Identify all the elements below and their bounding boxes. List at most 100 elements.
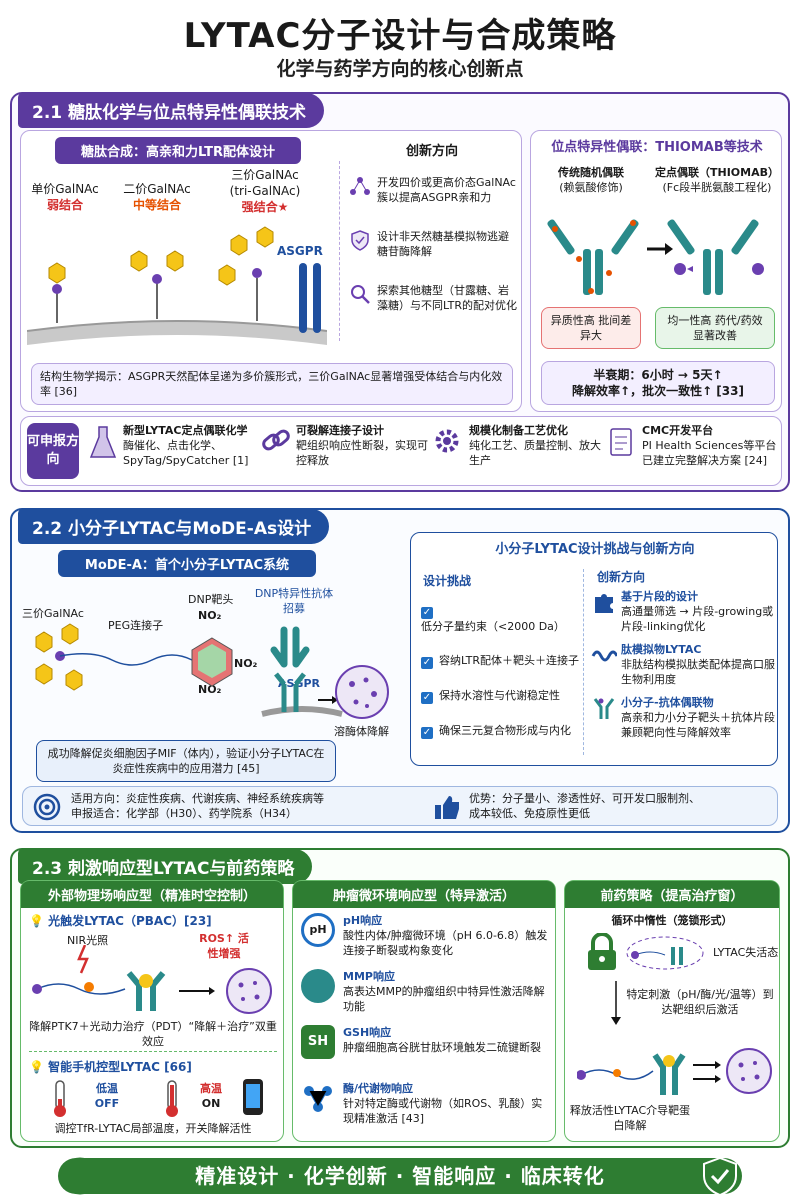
prodrug-title: 前药策略（提高治疗窗） bbox=[565, 881, 779, 908]
smart-desc: 调控TfR-LYTAC局部温度，开关降解活性 bbox=[54, 1122, 252, 1135]
section-2-1: 2.1 糖肽化学与位点特异性偶联技术 糖肽合成：高亲和力LTR配体设计 单价Ga… bbox=[10, 92, 790, 492]
thumbs-up-icon bbox=[435, 796, 459, 819]
gear-icon bbox=[435, 429, 459, 453]
list-item: 酶/代谢物响应针对特定酶或代谢物（如ROS、乳酸）实现精准激活 [43] bbox=[301, 1081, 551, 1129]
stimulus-label: 特定刺激（pH/酶/光/温等）到达靶组织后激活 bbox=[626, 988, 774, 1016]
shield-check-icon bbox=[703, 1156, 737, 1196]
physical-response-card: 外部物理场响应型（精准时空控制） 💡 光触发LYTAC（PBAC）[23] NI… bbox=[20, 880, 284, 1142]
membrane-illustration bbox=[27, 226, 327, 345]
antibody-icon bbox=[593, 698, 615, 719]
mmp-enzyme-icon bbox=[301, 969, 335, 1003]
cycle-label: 循环中惰性（笼锁形式） bbox=[611, 914, 733, 927]
divider bbox=[29, 1051, 277, 1052]
no2-right: NO₂ bbox=[234, 657, 258, 670]
down-arrow-icon bbox=[611, 981, 621, 1025]
nir-label: NIR光照 bbox=[67, 934, 109, 947]
smartphone-icon bbox=[243, 1079, 263, 1115]
innovation-subtitle: 创新方向 bbox=[597, 570, 646, 584]
lysosome-label: 溶酶体降解 bbox=[334, 725, 389, 738]
section-2-3-heading: 2.3 刺激响应型LYTAC与前药策略 bbox=[18, 849, 313, 884]
page-title: LYTAC分子设计与合成策略 bbox=[183, 16, 617, 56]
list-item: SH GSH响应肿瘤细胞高谷胱甘肽环境触发二硫键断裂 bbox=[301, 1025, 551, 1073]
apply-text: 适用方向：炎症性疾病、代谢疾病、神经系统疾病等申报适合：化学部（H30）、药学院… bbox=[71, 792, 324, 820]
lightbulb-icon: 💡 bbox=[29, 914, 44, 928]
list-item: 设计非天然糖基模拟物逃避糖苷酶降解 bbox=[349, 229, 519, 259]
divider bbox=[583, 569, 584, 755]
target-icon bbox=[33, 793, 61, 821]
advantage-text: 优势：分子量小、渗透性好、可开发口服制剂、成本较低、免疫原性更低 bbox=[469, 792, 700, 820]
application-items: 新型LYTAC定点偶联化学酶催化、点击化学、SpyTag/SpyCatcher … bbox=[87, 423, 779, 468]
dnp-label: DNP靶头 bbox=[188, 593, 234, 606]
check-icon: ✓ bbox=[421, 727, 433, 739]
list-item: 小分子-抗体偶联物高亲和力小分子靶头＋抗体片段兼顾靶向性与降解效率 bbox=[591, 695, 775, 740]
no2-bottom: NO₂ bbox=[198, 683, 222, 696]
traditional-label: 传统随机偶联(赖氨酸修饰) bbox=[558, 166, 624, 194]
list-item: 基于片段的设计高通量筛选 → 片段-growing或片段-linking优化 bbox=[591, 589, 775, 634]
tri-galnac-label: 三价GalNAc(tri-GalNAc)强结合★ bbox=[229, 168, 301, 214]
list-item: 新型LYTAC定点偶联化学酶催化、点击化学、SpyTag/SpyCatcher … bbox=[87, 423, 260, 468]
check-icon: ✓ bbox=[421, 657, 433, 669]
gsh-icon: SH bbox=[301, 1025, 335, 1059]
halflife-box: 半衰期：6小时 → 5天↑降解效率↑，批次一致性↑ [33] bbox=[541, 361, 775, 405]
lightbulb-icon: 💡 bbox=[29, 1060, 44, 1074]
wave-icon bbox=[591, 650, 617, 662]
innovation-list: 开发四价或更高价态GalNAc簇以提高ASGPR亲和力 设计非天然糖基模拟物逃避… bbox=[349, 175, 519, 313]
list-item: ✓低分子量约束（<2000 Da） bbox=[421, 607, 565, 633]
caged-lytac-illustration bbox=[626, 936, 704, 970]
site-label: 定点偶联（THIOMAB）(Fc段半胱氨酸工程化) bbox=[655, 166, 779, 194]
challenge-card: 小分子LYTAC设计挑战与创新方向 设计挑战 ✓低分子量约束（<2000 Da）… bbox=[410, 532, 778, 766]
site-specific-card: 位点特异性偶联：THIOMAB等技术 传统随机偶联(赖氨酸修饰) 定点偶联（TH… bbox=[530, 130, 782, 412]
section-2-2-heading: 2.2 小分子LYTAC与MoDE-As设计 bbox=[18, 509, 330, 544]
innovation-title: 创新方向 bbox=[405, 144, 458, 159]
metabolite-icon bbox=[304, 1086, 332, 1112]
no2-top: NO₂ bbox=[198, 609, 222, 622]
prodrug-card: 前药策略（提高治疗窗） 循环中惰性（笼锁形式） LYTAC失活态 特定刺激（pH… bbox=[564, 880, 780, 1142]
pbac-illustration bbox=[32, 945, 272, 1014]
list-item: 探索其他糖型（甘露糖、岩藻糖）与不同LTR的配对优化 bbox=[349, 283, 519, 313]
list-item: 规模化制备工艺优化纯化工艺、质量控制、放大生产 bbox=[433, 423, 606, 468]
list-item: ✓保持水溶性与代谢稳定性 bbox=[421, 689, 560, 704]
section-2-2: 2.2 小分子LYTAC与MoDE-As设计 MoDE-A：首个小分子LYTAC… bbox=[10, 508, 790, 833]
application-strip: 可申报方向 新型LYTAC定点偶联化学酶催化、点击化学、SpyTag/SpyCa… bbox=[20, 416, 782, 486]
inactive-label: LYTAC失活态 bbox=[713, 946, 779, 959]
thermometer-low-icon bbox=[54, 1080, 66, 1117]
check-icon: ✓ bbox=[421, 607, 433, 619]
search-icon bbox=[351, 285, 370, 304]
site-specific-title: 位点特异性偶联：THIOMAB等技术 bbox=[551, 140, 763, 155]
molecule-icon bbox=[350, 177, 370, 195]
list-item: MMP响应高表达MMP的肿瘤组织中特异性激活降解功能 bbox=[301, 969, 551, 1017]
page-subtitle: 化学与药学方向的核心创新点 bbox=[276, 58, 524, 80]
innovation-list: 基于片段的设计高通量筛选 → 片段-growing或片段-linking优化 肽… bbox=[591, 589, 775, 740]
puzzle-icon bbox=[595, 594, 613, 613]
divider bbox=[339, 161, 340, 341]
pbac-title: 💡 光触发LYTAC（PBAC）[23] bbox=[29, 914, 212, 928]
pbac-desc: 降解PTK7＋光动力治疗（PDT）“降解＋治疗”双重效应 bbox=[29, 1020, 277, 1048]
asgpr-label: ASGPR bbox=[277, 244, 323, 258]
tme-title: 肿瘤微环境响应型（特异激活） bbox=[293, 881, 555, 908]
smart-title: 💡 智能手机控型LYTAC [66] bbox=[29, 1060, 192, 1074]
clipboard-icon bbox=[610, 428, 632, 456]
list-item: ✓容纳LTR配体＋靶头＋连接子 bbox=[421, 654, 579, 669]
list-item: ✓确保三元复合物形成与内化 bbox=[421, 724, 571, 739]
antibody-comparison bbox=[547, 219, 764, 295]
section-2-3: 2.3 刺激响应型LYTAC与前药策略 外部物理场响应型（精准时空控制） 💡 光… bbox=[10, 848, 790, 1148]
section-2-1-heading: 2.1 糖肽化学与位点特异性偶联技术 bbox=[18, 93, 325, 128]
chain-link-icon bbox=[262, 429, 290, 451]
tri-galnac-label: 三价GalNAc bbox=[22, 607, 84, 620]
flask-icon bbox=[89, 426, 117, 458]
application-label: 可申报方向 bbox=[27, 423, 79, 479]
release-label: 释放活性LYTAC介导靶蛋白降解 bbox=[569, 1104, 691, 1132]
peg-label: PEG连接子 bbox=[108, 619, 164, 632]
challenge-subtitle: 设计挑战 bbox=[423, 574, 472, 588]
release-illustration bbox=[577, 1048, 772, 1095]
ph-gauge-icon: pH bbox=[301, 913, 335, 947]
tme-response-card: 肿瘤微环境响应型（特异激活） pH pH响应酸性内体/肿瘤微环境（pH 6.0-… bbox=[292, 880, 556, 1142]
mode-a-illustration bbox=[35, 623, 389, 719]
footer-banner: 精准设计 · 化学创新 · 智能响应 · 临床转化 bbox=[58, 1158, 742, 1194]
ros-label: ROS↑ 活性增强 bbox=[199, 932, 249, 960]
traditional-box: 异质性高 批间差异大 bbox=[541, 307, 641, 349]
